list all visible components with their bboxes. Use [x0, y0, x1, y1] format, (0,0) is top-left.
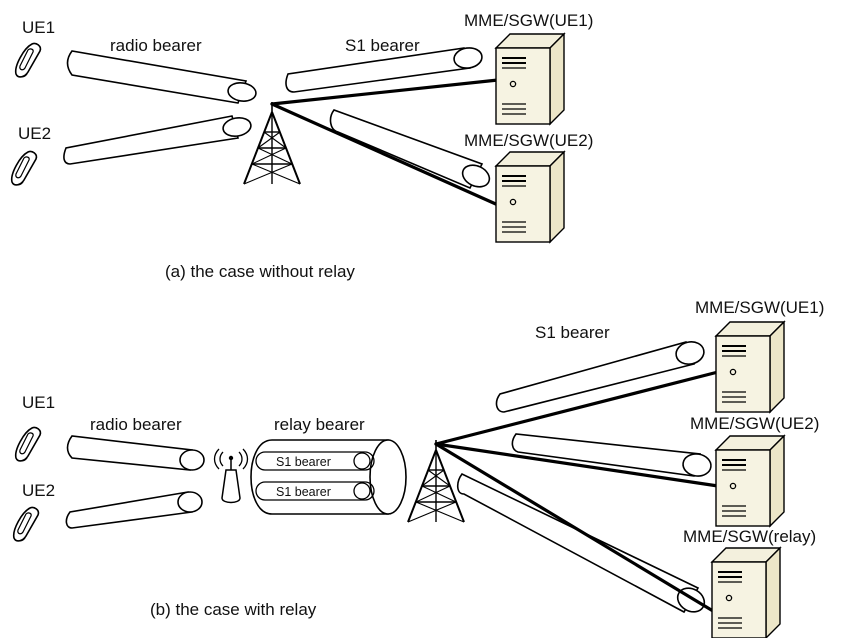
link-tower-to-server-ue2: [434, 442, 720, 488]
server-ue1-label: MME/SGW(UE1): [695, 298, 824, 317]
ue1-phone-icon: [14, 42, 42, 78]
link-tower-to-server-ue1: [270, 78, 500, 106]
inner-s1-bearer-1-label: S1 bearer: [276, 455, 331, 469]
server-ue1-label: MME/SGW(UE1): [464, 11, 593, 30]
radio-bearer-pipe-ue1: [66, 435, 205, 471]
ue2-label: UE2: [18, 124, 51, 143]
s1-bearer-pipe-ue2: [329, 109, 491, 190]
link-tower-to-server-relay: [434, 442, 720, 616]
server-ue2-icon: [495, 151, 565, 243]
server-ue2-icon: [715, 435, 785, 527]
ue1-label: UE1: [22, 18, 55, 37]
relay-bearer-label: relay bearer: [274, 415, 365, 434]
s1-bearer-label: S1 bearer: [345, 36, 420, 55]
server-ue2-label: MME/SGW(UE2): [464, 131, 593, 150]
inner-s1-bearer-1: [255, 451, 375, 471]
server-relay-label: MME/SGW(relay): [683, 527, 816, 546]
s1-bearer-pipe-ue1: [285, 47, 483, 93]
server-ue2-label: MME/SGW(UE2): [690, 414, 819, 433]
server-relay-icon: [711, 547, 781, 638]
s1-bearer-label: S1 bearer: [535, 323, 610, 342]
caption-b: (b) the case with relay: [150, 600, 317, 619]
radio-bearer-pipe-ue2: [63, 115, 252, 165]
base-station-tower-icon: [407, 439, 465, 523]
caption-a: (a) the case without relay: [165, 262, 355, 281]
ue1-label: UE1: [22, 393, 55, 412]
server-ue1-icon: [495, 33, 565, 125]
relay-node-icon: [213, 448, 249, 504]
link-tower-to-server-ue2: [270, 102, 500, 207]
s1-bearer-pipe-relay: [456, 472, 706, 614]
inner-s1-bearer-2: [255, 481, 375, 501]
radio-bearer-label: radio bearer: [90, 415, 182, 434]
ue2-phone-icon: [12, 506, 40, 542]
s1-bearer-pipe-ue1: [495, 341, 705, 413]
ue2-phone-icon: [10, 150, 38, 186]
ue1-phone-icon: [14, 426, 42, 462]
radio-bearer-label: radio bearer: [110, 36, 202, 55]
radio-bearer-pipe-ue2: [65, 491, 203, 529]
link-tower-to-server-ue1: [434, 370, 720, 446]
ue2-label: UE2: [22, 481, 55, 500]
radio-bearer-pipe-ue1: [66, 50, 257, 104]
server-ue1-icon: [715, 321, 785, 413]
panel-a: UE1 UE2 radio bearer S1 bearer MME/SGW(U…: [10, 11, 593, 281]
panel-b: S1 bearer S1 bearer: [12, 298, 824, 638]
s1-bearer-pipe-ue2: [511, 433, 712, 477]
inner-s1-bearer-2-label: S1 bearer: [276, 485, 331, 499]
relay-bearer-pipe: S1 bearer S1 bearer: [250, 439, 407, 515]
